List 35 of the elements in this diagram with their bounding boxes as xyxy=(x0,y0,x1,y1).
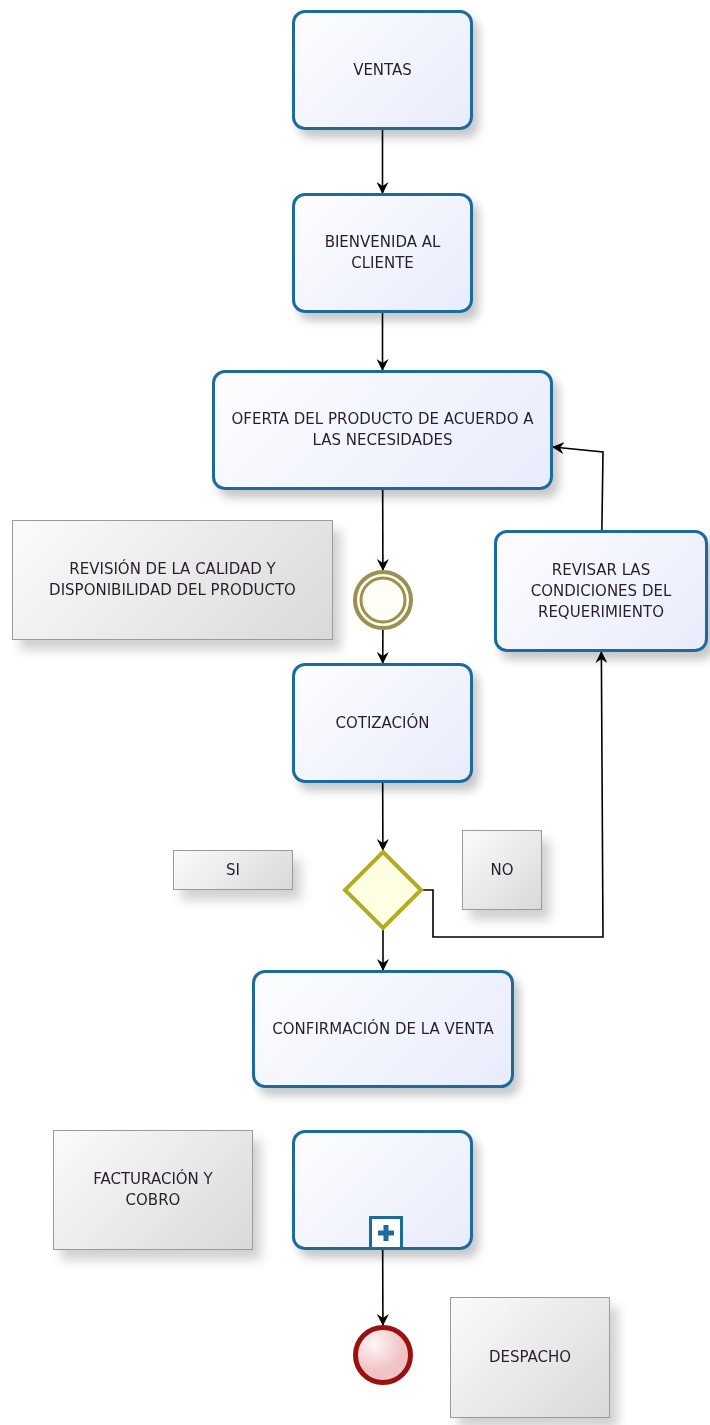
box-label: OFERTA DEL PRODUCTO DE ACUERDO A LAS NECESIDADES xyxy=(230,409,535,451)
box-label: NO xyxy=(490,859,514,881)
arrow xyxy=(422,651,608,938)
task-box xyxy=(292,10,473,130)
task-box xyxy=(292,193,473,313)
annotation-box xyxy=(12,520,333,640)
annotation-box xyxy=(53,1130,253,1250)
task-box xyxy=(292,663,473,783)
box-label: VENTAS xyxy=(353,59,412,81)
subprocess-box xyxy=(292,1130,473,1250)
box-label: SI xyxy=(226,859,240,881)
box-label: BIENVENIDA AL CLIENTE xyxy=(323,232,442,274)
arrow xyxy=(376,129,389,194)
box-label: FACTURACIÓN Y COBRO xyxy=(92,1169,214,1211)
annotation-box xyxy=(173,850,293,890)
box-label: CONFIRMACIÓN DE LA VENTA xyxy=(272,1018,494,1040)
task-box xyxy=(494,530,708,652)
task-box xyxy=(252,970,514,1088)
arrow xyxy=(376,782,389,851)
task-box xyxy=(212,370,553,490)
gateway-diamond xyxy=(343,850,423,930)
arrow xyxy=(376,489,389,571)
arrow xyxy=(376,1249,389,1326)
box-label: REVISIÓN DE LA CALIDAD Y DISPONIBILIDAD DEL PRODUCTO xyxy=(48,559,297,601)
annotation-box xyxy=(450,1297,610,1418)
arrow xyxy=(376,629,389,664)
arrow xyxy=(377,929,389,971)
box-label: DESPACHO xyxy=(488,1347,572,1368)
arrow xyxy=(552,442,604,531)
annotation-box xyxy=(462,830,542,910)
box-label: COTIZACIÓN xyxy=(335,712,430,734)
arrow xyxy=(376,312,389,371)
intermediate-event-circle xyxy=(353,570,413,630)
end-event-circle xyxy=(353,1325,413,1385)
box-label: REVISAR LAS CONDICIONES DEL REQUERIMIENTO xyxy=(529,559,673,623)
